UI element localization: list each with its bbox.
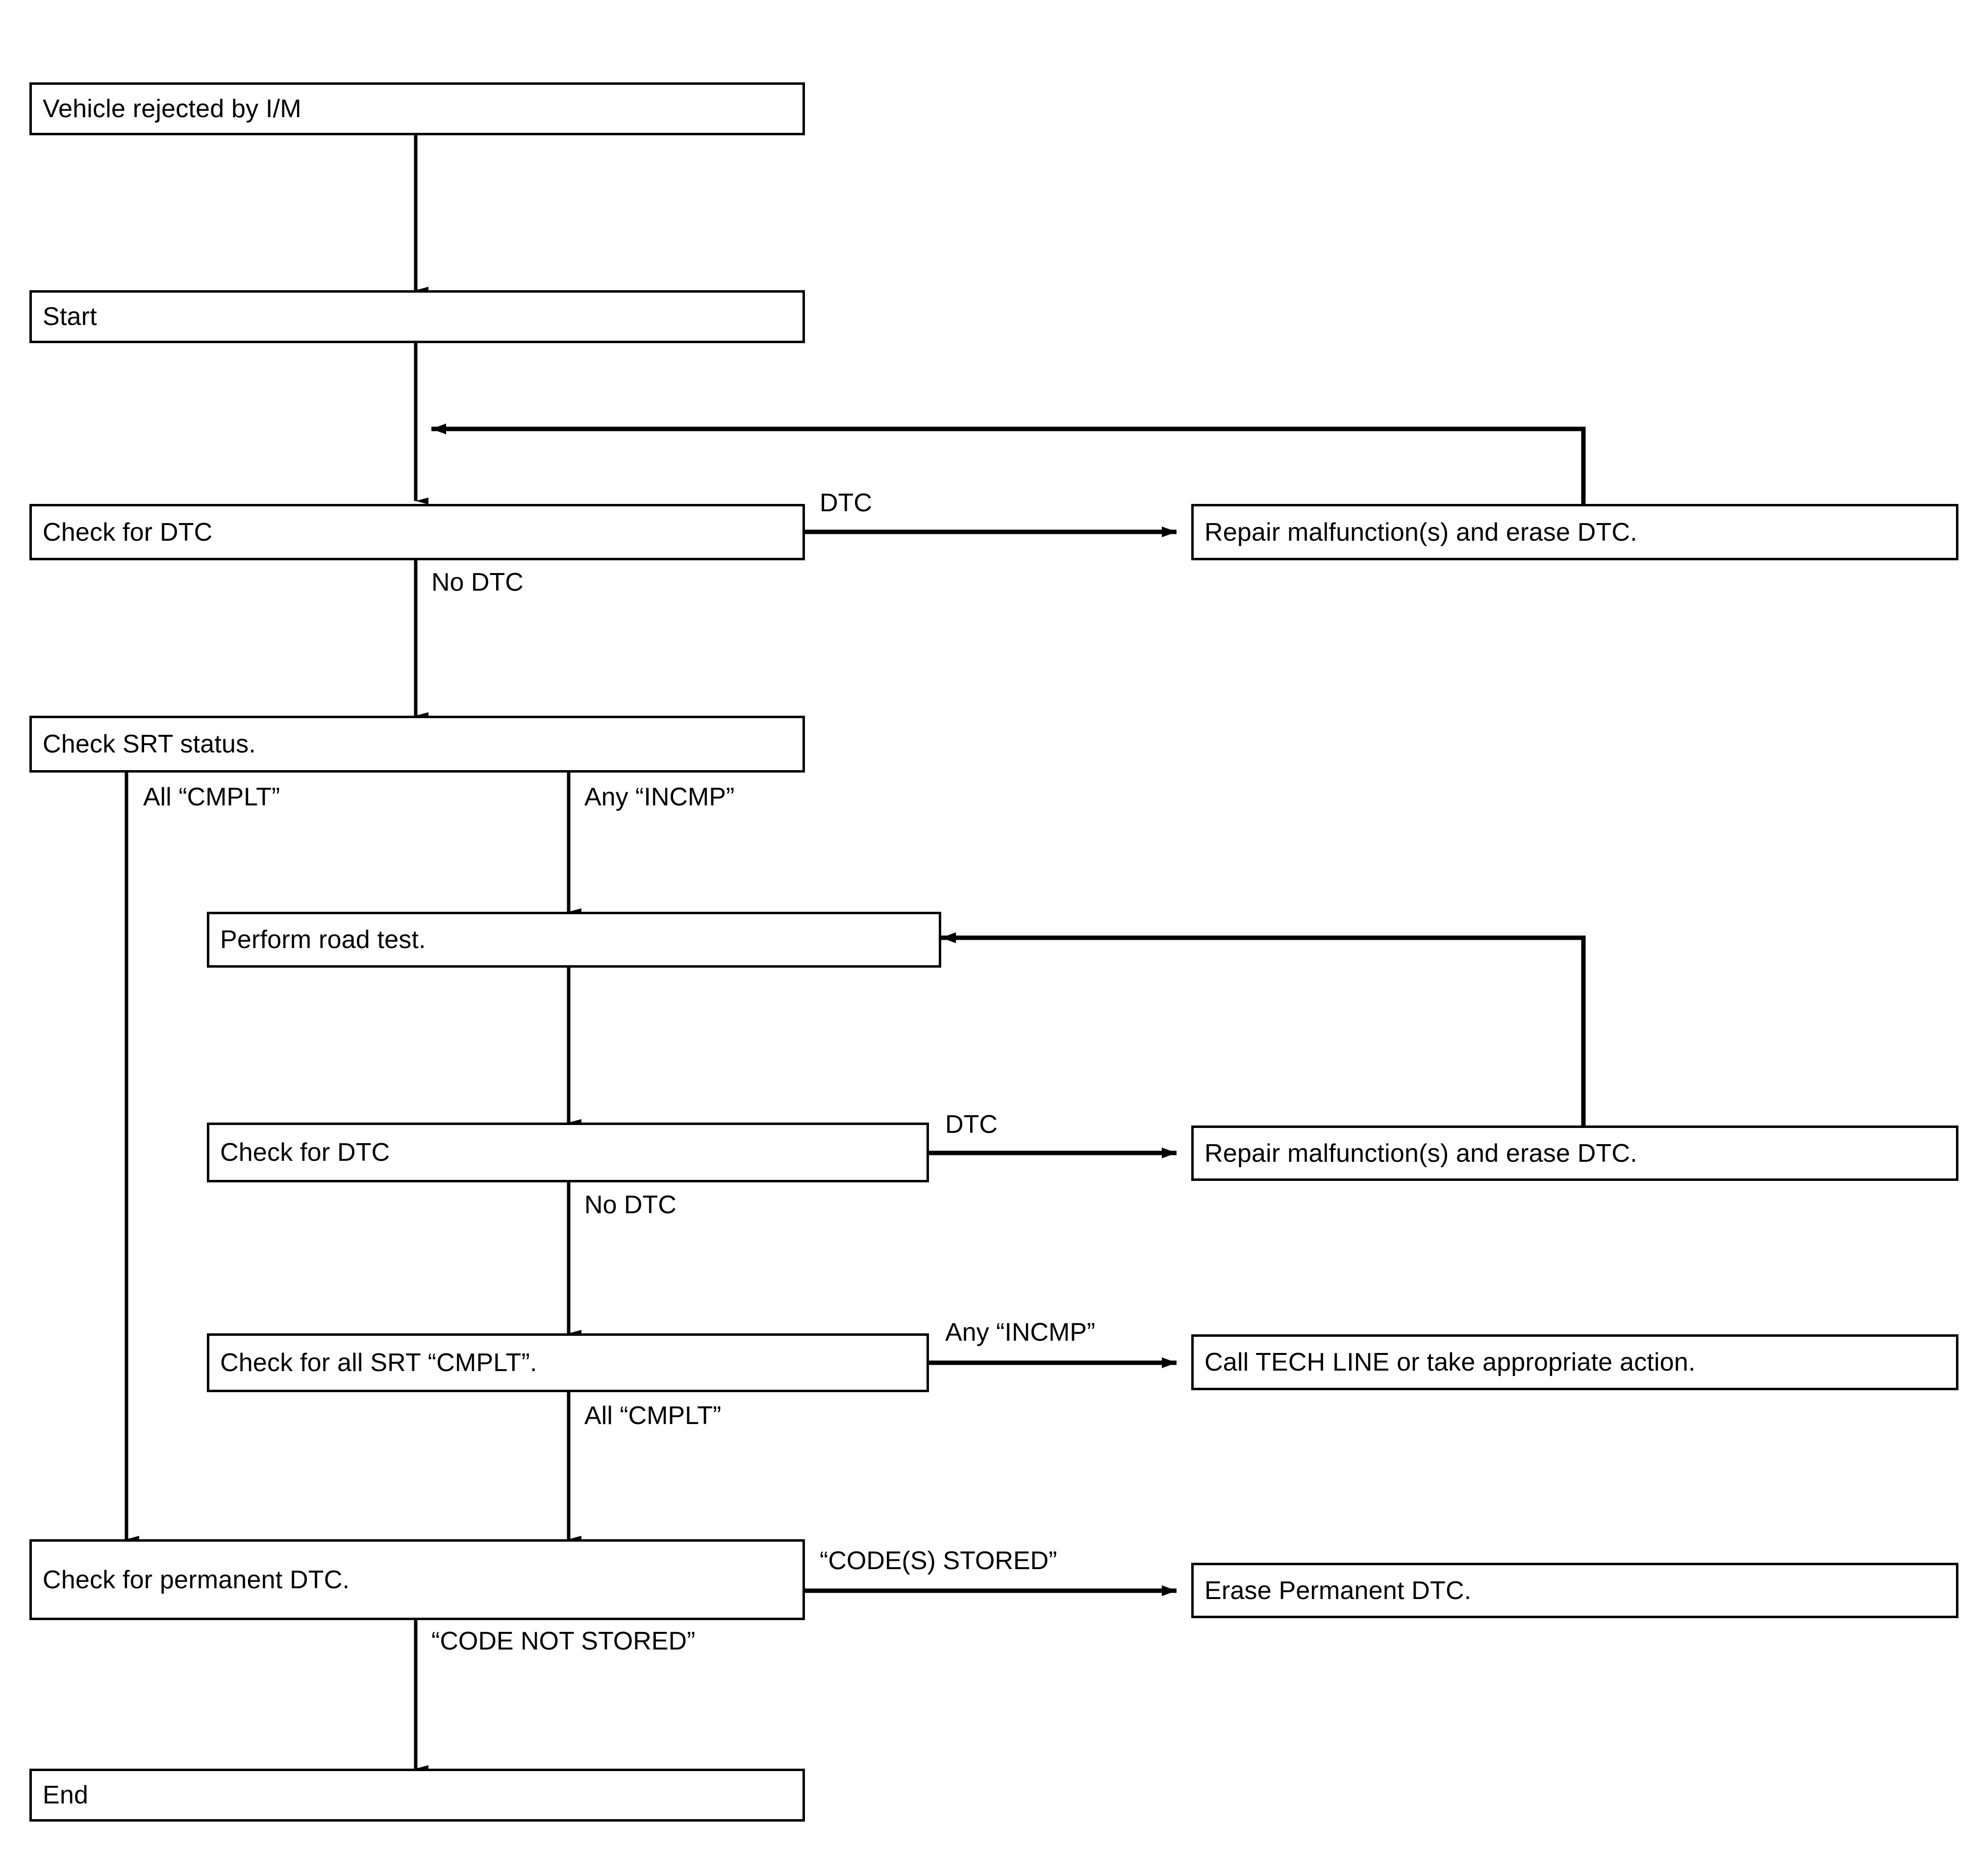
node-check-dtc-1[interactable]: Check for DTC: [29, 504, 805, 560]
node-label-vehicle-rejected: Vehicle rejected by I/M: [43, 95, 301, 123]
node-label-start: Start: [43, 302, 97, 331]
node-label-check-srt-status: Check SRT status.: [43, 730, 256, 758]
edge-label-codes-stored: “CODE(S) STORED”: [820, 1547, 1057, 1575]
node-repair-2[interactable]: Repair malfunction(s) and erase DTC.: [1191, 1126, 1958, 1181]
edge-label-all-cmplt-2: All “CMPLT”: [584, 1401, 722, 1430]
node-label-repair-1: Repair malfunction(s) and erase DTC.: [1204, 518, 1637, 547]
edge-label-no-dtc-1: No DTC: [431, 568, 524, 597]
node-label-check-permanent-dtc: Check for permanent DTC.: [43, 1565, 350, 1594]
edge-repair1-loopback: [431, 424, 1586, 504]
node-perform-road-test[interactable]: Perform road test.: [207, 912, 941, 968]
node-check-dtc-2[interactable]: Check for DTC: [207, 1123, 929, 1182]
node-label-end: End: [43, 1781, 89, 1809]
node-label-call-tech-line: Call TECH LINE or take appropriate actio…: [1204, 1348, 1696, 1376]
node-label-erase-permanent-dtc: Erase Permanent DTC.: [1204, 1576, 1472, 1605]
edge-label-any-incmp-1: Any “INCMP”: [584, 783, 735, 811]
edge-label-any-incmp-2: Any “INCMP”: [945, 1318, 1096, 1347]
node-start[interactable]: Start: [29, 290, 805, 343]
edge-label-all-cmplt-1: All “CMPLT”: [143, 783, 280, 811]
node-check-permanent-dtc[interactable]: Check for permanent DTC.: [29, 1539, 805, 1620]
node-repair-1[interactable]: Repair malfunction(s) and erase DTC.: [1191, 504, 1958, 560]
node-vehicle-rejected[interactable]: Vehicle rejected by I/M: [29, 82, 805, 135]
edge-label-dtc-2: DTC: [945, 1110, 998, 1139]
edge-repair2-loopback: [941, 932, 1586, 1126]
node-label-perform-road-test: Perform road test.: [220, 925, 426, 954]
edge-label-no-dtc-2: No DTC: [584, 1191, 677, 1219]
edge-label-code-not-stored: “CODE NOT STORED”: [431, 1627, 696, 1655]
node-end[interactable]: End: [29, 1769, 805, 1822]
node-check-srt-status[interactable]: Check SRT status.: [29, 716, 805, 773]
node-call-tech-line[interactable]: Call TECH LINE or take appropriate actio…: [1191, 1334, 1958, 1390]
node-check-all-srt-cmplt[interactable]: Check for all SRT “CMPLT”.: [207, 1333, 929, 1392]
node-label-repair-2: Repair malfunction(s) and erase DTC.: [1204, 1139, 1637, 1168]
node-label-check-dtc-2: Check for DTC: [220, 1138, 390, 1167]
edge-label-dtc-1: DTC: [820, 489, 872, 517]
node-erase-permanent-dtc[interactable]: Erase Permanent DTC.: [1191, 1563, 1958, 1618]
node-label-check-dtc-1: Check for DTC: [43, 518, 213, 547]
node-label-check-all-srt-cmplt: Check for all SRT “CMPLT”.: [220, 1349, 537, 1377]
